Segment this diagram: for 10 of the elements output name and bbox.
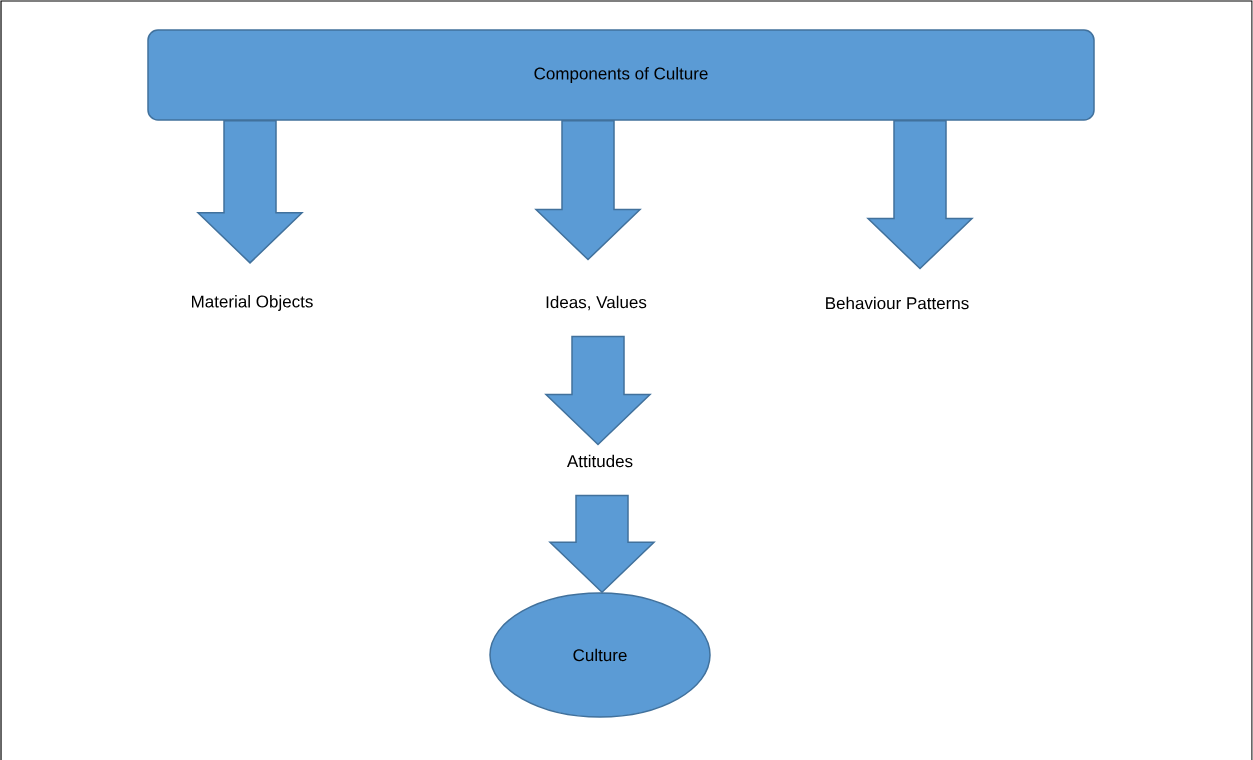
component-label: Ideas, Values [546,295,647,311]
block-arrow [544,335,652,446]
block-arrow [196,120,304,264]
block-arrow [534,120,642,261]
component-label: Material Objects [192,295,313,311]
component-label: Behaviour Patterns [826,296,969,310]
block-arrow [548,494,656,594]
block-arrow [866,120,974,270]
title-box: Components of Culture [147,29,1095,121]
component-label: Attitudes [566,454,633,468]
